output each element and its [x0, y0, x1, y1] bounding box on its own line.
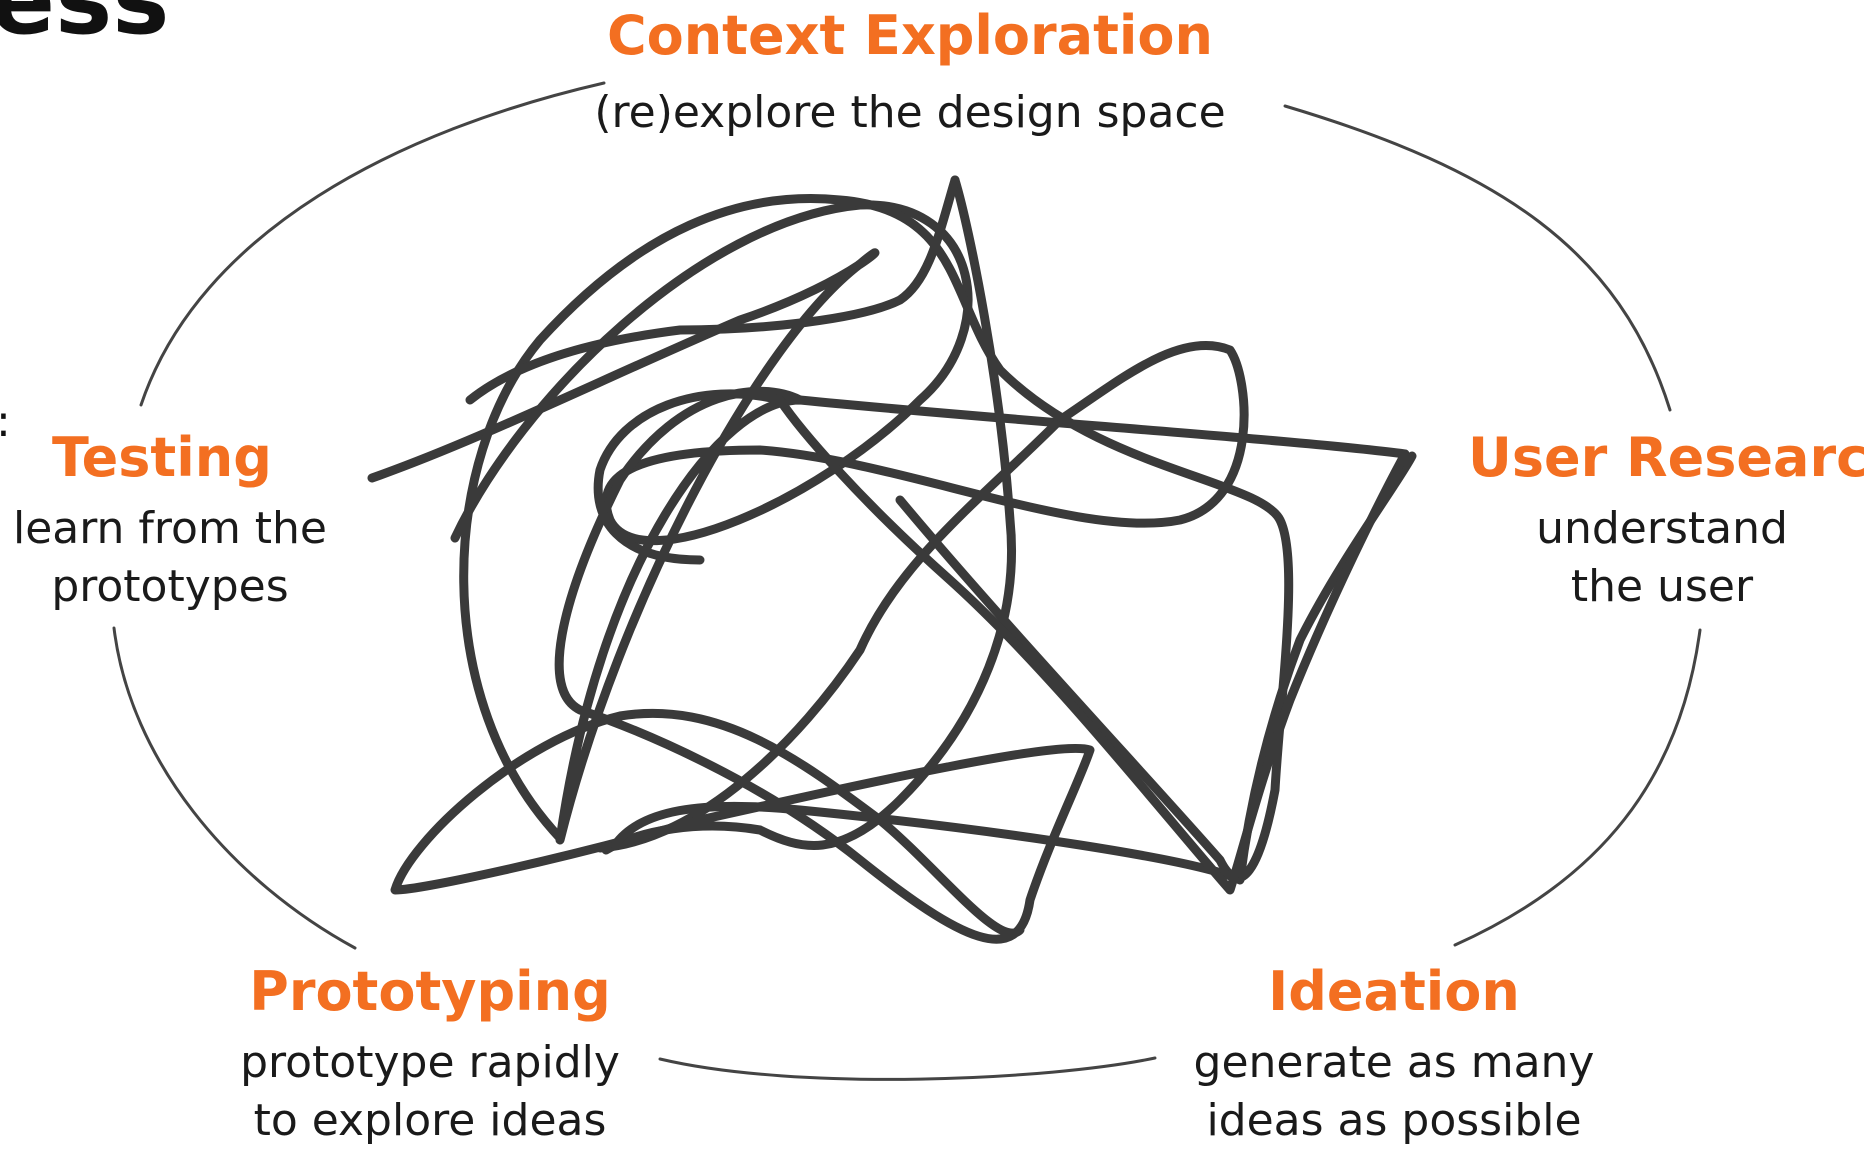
scribble-stroke-8 — [775, 395, 1410, 895]
arc-prototyping-to-testing — [112, 626, 357, 950]
stage-description-line: to explore ideas — [253, 1095, 607, 1146]
scribble-stroke-6 — [465, 175, 960, 405]
corner-title-fragment: ess — [0, 0, 170, 56]
scribble-stroke-1 — [367, 248, 1410, 845]
stage-description-line: generate as many — [1193, 1037, 1595, 1088]
stage-title: Prototyping — [249, 960, 611, 1023]
stage-testing: Testing learn from the prototypes — [0, 428, 340, 616]
stage-description-line: understand — [1536, 503, 1788, 554]
side-mark: : — [0, 400, 11, 444]
stage-description-line: the user — [1570, 561, 1754, 612]
arc-context-to-testing — [139, 81, 606, 407]
stage-description-line: ideas as possible — [1206, 1095, 1582, 1146]
stage-description-line: (re)explore the design space — [594, 87, 1226, 138]
arc-context-to-user-research — [1283, 104, 1672, 412]
stage-user-research: User Research understand the user — [1462, 426, 1864, 616]
stage-title: Ideation — [1268, 960, 1520, 1023]
scribble-stroke-3 — [459, 194, 1294, 883]
stage-title: User Research — [1468, 426, 1864, 489]
stage-description-line: learn from the — [12, 503, 328, 554]
tangled-scribble — [367, 175, 1417, 944]
stage-context-exploration: Context Exploration (re)explore the desi… — [590, 6, 1230, 142]
arc-ideation-to-prototyping — [658, 1056, 1157, 1081]
stage-description-line: prototypes — [51, 561, 289, 612]
scribble-stroke-2 — [450, 200, 1249, 853]
scribble-stroke-4 — [390, 386, 1095, 944]
stage-title: Context Exploration — [607, 4, 1213, 67]
scribble-stroke-5 — [601, 175, 1016, 855]
cycle-arcs — [112, 81, 1702, 1081]
stage-prototyping: Prototyping prototype rapidly to explore… — [240, 962, 620, 1150]
stage-ideation: Ideation generate as many ideas as possi… — [1184, 962, 1604, 1150]
arc-user-research-to-ideation — [1453, 628, 1702, 947]
scribble-stroke-9 — [593, 389, 785, 565]
scribble-stroke-7 — [610, 451, 1417, 885]
stage-title: Testing — [52, 426, 272, 489]
stage-description-line: prototype rapidly — [240, 1037, 620, 1088]
